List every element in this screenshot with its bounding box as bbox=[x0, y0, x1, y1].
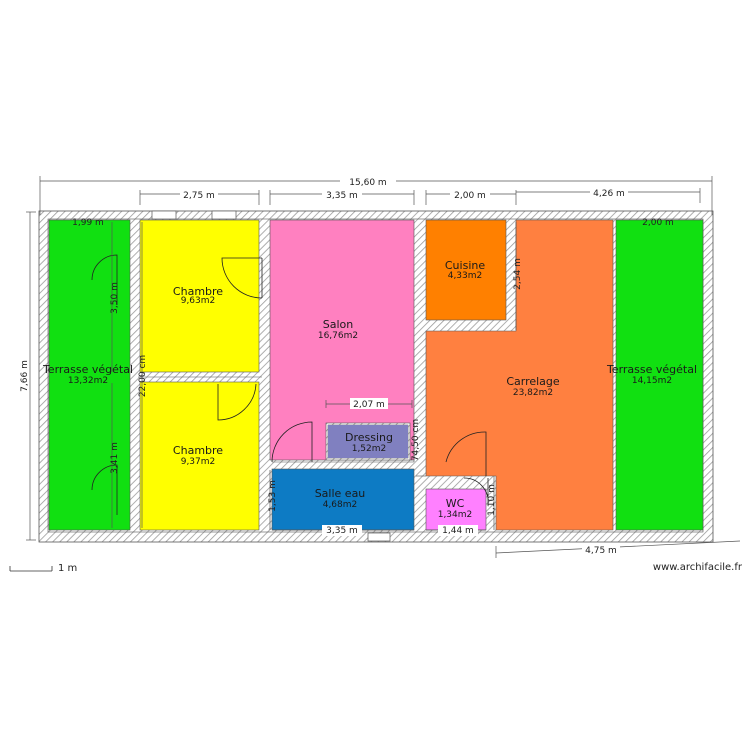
room-name-chambre-top: Chambre bbox=[173, 285, 223, 298]
scale-label: 1 m bbox=[58, 563, 77, 574]
room-name-salon: Salon bbox=[323, 318, 354, 331]
room-name-chambre-bottom: Chambre bbox=[173, 444, 223, 457]
room-area-dressing: 1,52m2 bbox=[352, 444, 387, 454]
dim-chambre-side: 22,00 cm bbox=[138, 355, 148, 397]
room-name-carrelage: Carrelage bbox=[506, 375, 560, 388]
room-dressing-fill bbox=[328, 425, 408, 458]
dim-top-chambre: 2,75 m bbox=[183, 191, 215, 201]
room-area-salon: 16,76m2 bbox=[318, 331, 358, 341]
dim-top-right: 4,26 m bbox=[593, 189, 625, 199]
dim-wc-height: 1,10 m bbox=[487, 484, 497, 516]
window-marks bbox=[151, 210, 391, 542]
room-carrelage[interactable] bbox=[425, 219, 614, 531]
room-chambre-top[interactable] bbox=[139, 219, 260, 373]
room-area-terrasse-right: 14,15m2 bbox=[632, 376, 672, 386]
room-area-terrasse-left: 13,32m2 bbox=[68, 376, 108, 386]
dim-top-cuisine: 2,00 m bbox=[454, 191, 486, 201]
room-terrasse-left[interactable] bbox=[48, 219, 131, 531]
room-area-chambre-top: 9,63m2 bbox=[181, 296, 216, 306]
room-name-salle-eau: Salle eau bbox=[315, 487, 366, 500]
dim-chambre-top-height: 3,50 m bbox=[110, 282, 120, 314]
dim-wc-width: 1,44 m bbox=[442, 526, 474, 536]
room-salle-eau[interactable] bbox=[271, 468, 415, 531]
dim-salle-eau-width: 3,35 m bbox=[326, 526, 358, 536]
room-area-chambre-bottom: 9,37m2 bbox=[181, 457, 216, 467]
watermark: www.archifacile.fr bbox=[653, 562, 743, 573]
dim-top-salon: 3,35 m bbox=[326, 191, 358, 201]
room-cuisine[interactable] bbox=[425, 219, 507, 321]
scale-bar bbox=[9, 566, 53, 572]
room-name-terrasse-left: Terrasse végétal bbox=[42, 363, 133, 376]
dim-cuisine-height: 2,54 m bbox=[513, 258, 523, 290]
dim-overall-width: 15,60 m bbox=[349, 178, 386, 188]
room-area-salle-eau: 4,68m2 bbox=[323, 500, 358, 510]
room-terrasse-right[interactable] bbox=[615, 219, 704, 531]
room-name-cuisine: Cuisine bbox=[445, 259, 485, 272]
door-swings bbox=[91, 254, 489, 515]
room-name-terrasse-right: Terrasse végétal bbox=[606, 363, 697, 376]
dimension-labels: 15,60 m 2,75 m 3,35 m 2,00 m 4,26 m 1,99… bbox=[20, 176, 674, 556]
dim-chambre-bottom-height: 3,41 m bbox=[110, 442, 120, 474]
dim-terrasse-right-width: 2,00 m bbox=[642, 218, 674, 228]
dim-terrasse-left-width: 1,99 m bbox=[72, 218, 104, 228]
dim-bottom-right: 4,75 m bbox=[585, 546, 617, 556]
room-name-wc: WC bbox=[446, 497, 465, 510]
room-area-cuisine: 4,33m2 bbox=[448, 271, 483, 281]
room-wc[interactable] bbox=[425, 488, 487, 531]
room-area-wc: 1,34m2 bbox=[438, 510, 473, 520]
room-chambre-bottom[interactable] bbox=[139, 381, 260, 531]
dim-left-height: 7,66 m bbox=[20, 360, 30, 392]
room-name-dressing: Dressing bbox=[345, 431, 393, 444]
dim-dressing-side: 74,50 cm bbox=[411, 419, 421, 461]
room-area-carrelage: 23,82m2 bbox=[513, 388, 553, 398]
dim-dressing-width: 2,07 m bbox=[353, 400, 385, 410]
dim-salle-eau-side: 1,53 m bbox=[268, 480, 278, 512]
room-labels: Terrasse végétal13,32m2Chambre9,63m2Cham… bbox=[42, 259, 697, 520]
